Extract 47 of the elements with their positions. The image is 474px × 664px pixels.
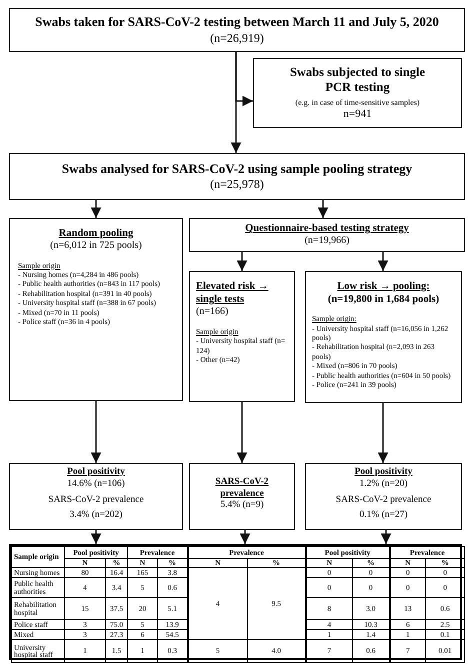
box-heading: Low risk → pooling: xyxy=(336,280,431,294)
box-text: (n=26,919) xyxy=(210,30,264,46)
flow-box xyxy=(9,463,183,530)
flow-box xyxy=(189,218,465,252)
arrow xyxy=(236,402,248,463)
arrow xyxy=(378,252,388,271)
box-text: (n=166) xyxy=(196,306,230,319)
flow-box xyxy=(189,463,295,530)
flow-box xyxy=(253,58,462,128)
box-heading: Random pooling xyxy=(58,227,134,240)
arrow xyxy=(318,200,328,218)
flow-box xyxy=(189,271,295,402)
arrow xyxy=(90,200,102,218)
arrow xyxy=(90,401,102,463)
arrow xyxy=(240,530,250,544)
box-heading: SARS-CoV-2 prevalence xyxy=(214,476,270,500)
box-text: 0.1% (n=27) xyxy=(359,510,408,522)
box-heading: Swabs analysed for SARS-CoV-2 using sample pooling strategy xyxy=(62,160,412,178)
box-text: (n=25,978) xyxy=(210,177,264,192)
box-text: 14.6% (n=106) xyxy=(67,478,125,490)
flow-box xyxy=(9,153,465,200)
box-text: 3.4% (n=202) xyxy=(70,510,122,522)
box-text: (e.g. in case of time-sensitive samples) xyxy=(295,98,420,108)
flow-box xyxy=(9,218,183,401)
box-text: (n=6,012 in 725 pools) xyxy=(49,240,143,253)
data-table xyxy=(9,544,462,660)
flow-box xyxy=(305,271,462,403)
box-heading: Pool positivity xyxy=(67,466,125,479)
box-text: SARS-CoV-2 prevalence xyxy=(336,494,432,506)
box-heading: Questionnaire-based testing strategy xyxy=(245,222,409,236)
box-text: (n=19,966) xyxy=(304,235,350,248)
box-text: SARS-CoV-2 prevalence xyxy=(48,494,144,506)
box-text: n=941 xyxy=(343,108,372,122)
arrow xyxy=(236,252,248,271)
arrow xyxy=(378,403,388,463)
flow-box xyxy=(305,463,462,530)
arrow xyxy=(230,52,242,153)
box-heading: Elevated risk → single tests xyxy=(196,280,270,306)
box-heading: Swabs taken for SARS-CoV-2 testing between March 11 and July 5, 2020 xyxy=(35,14,439,31)
arrow xyxy=(90,530,102,544)
flow-box xyxy=(9,8,465,52)
box-heading: Swabs subjected to single PCR testing xyxy=(288,64,426,96)
box-text: 5.4% (n=9) xyxy=(220,500,264,512)
box-text: (n=19,800 in 1,684 pools) xyxy=(326,293,440,306)
box-heading: Pool positivity xyxy=(354,466,412,479)
box-text: 1.2% (n=20) xyxy=(359,478,408,490)
arrow xyxy=(380,530,392,544)
